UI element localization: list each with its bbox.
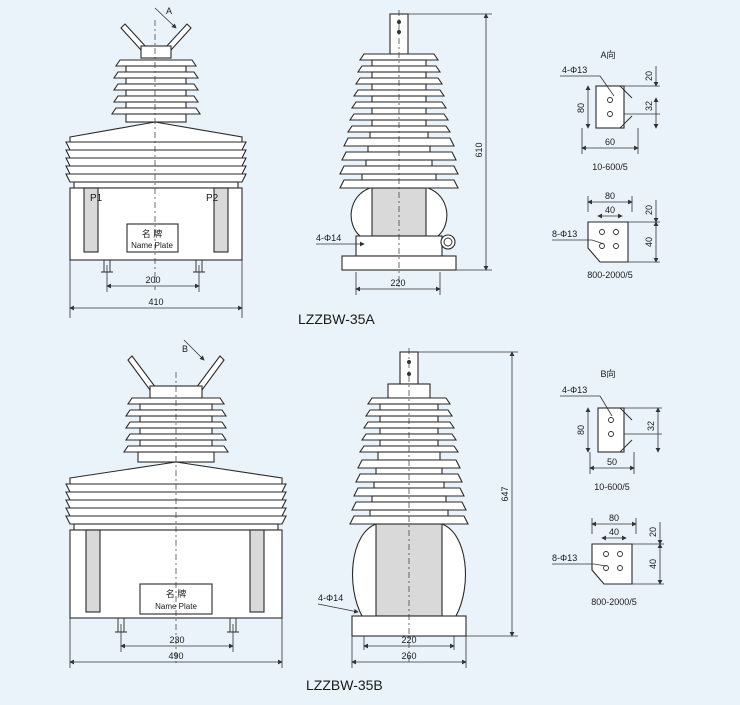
terminal-plate: [595, 85, 625, 129]
dim-right: 40: [648, 559, 658, 569]
holes-label: 4-Φ13: [562, 65, 587, 75]
holes-label: 8-Φ13: [552, 229, 577, 239]
dim-right: 32: [644, 101, 654, 111]
model-b-title: LZZBW-35B: [306, 677, 383, 693]
model-b-terminal-large: 80 40 20 40 8-Φ13 800-2000/5: [552, 513, 664, 607]
terminal-block: [140, 45, 172, 59]
dim-top: 20: [644, 205, 654, 215]
dim-height: 610: [474, 142, 484, 157]
terminal-prong-right: [195, 355, 225, 391]
terminal-prong-left: [127, 355, 157, 391]
name-plate: [126, 223, 179, 253]
side-rib-left: [85, 529, 101, 613]
view-arrow-a: [154, 7, 177, 29]
main-body-sheds: [65, 121, 247, 189]
terminal-plate: [587, 221, 629, 263]
view-arrow-b: [183, 339, 205, 361]
dim-overall-width: 490: [168, 651, 183, 661]
model-a-terminal-small: A向 4-Φ13 80 20 32 60 10-600/5: [560, 49, 660, 172]
dim-base: 220: [390, 278, 405, 288]
terminal-plate: [591, 543, 633, 585]
dim-top: 20: [648, 527, 658, 537]
side-bolt: [440, 234, 456, 250]
model-a-front-view: A P1 P2 名 牌: [65, 6, 247, 318]
ratio-label: 10-600/5: [594, 482, 630, 492]
dim-right: 40: [644, 237, 654, 247]
dim-top: 20: [644, 71, 654, 81]
holes-label: 4-Φ13: [562, 385, 587, 395]
model-b-terminal-small: B向 4-Φ13 80 32 50 10-600/5: [560, 368, 662, 492]
model-a-side-view: 610 4-Φ14 220: [316, 10, 492, 295]
view-arrow-label: B: [182, 344, 188, 354]
dim-overall-width: 410: [148, 297, 163, 307]
ratio-label: 10-600/5: [592, 162, 628, 172]
terminal-p2-label: P2: [206, 193, 219, 204]
model-a-terminal-large: 80 40 20 40 8-Φ13 800-2000/5: [552, 191, 660, 280]
terminal-plate: [597, 407, 625, 453]
side-rib-right: [213, 187, 229, 253]
mount-holes-label: 4-Φ14: [316, 233, 341, 243]
view-arrow-label: A: [166, 6, 172, 16]
dim-base-inner: 220: [401, 635, 416, 645]
model-a-title: LZZBW-35A: [298, 311, 375, 327]
ratio-label: 800-2000/5: [591, 597, 637, 607]
ratio-label: 800-2000/5: [587, 270, 633, 280]
dim-width: 60: [605, 137, 615, 147]
side-rib-right: [249, 529, 265, 613]
dim-height: 80: [576, 425, 586, 435]
dim-outer: 80: [609, 513, 619, 523]
dim-base-outer: 260: [401, 651, 416, 661]
name-plate-cn: 名 牌: [166, 588, 187, 599]
dim-foot-spacing: 200: [145, 275, 160, 285]
name-plate-en: Name Plate: [131, 241, 173, 250]
side-rib-left: [83, 187, 99, 253]
dim-foot-spacing: 230: [169, 635, 184, 645]
holes-label: 8-Φ13: [552, 553, 577, 563]
dim-inner: 40: [609, 527, 619, 537]
insulator-sheds: [110, 59, 202, 123]
mount-holes-label: 4-Φ14: [318, 593, 343, 603]
dim-inner: 40: [605, 205, 615, 215]
dim-width: 50: [607, 457, 617, 467]
dim-height: 80: [576, 103, 586, 113]
terminal-p1-label: P1: [90, 193, 103, 204]
view-label: A向: [600, 49, 615, 60]
model-b-front-view: B 名 牌 Name Plate: [65, 339, 287, 668]
dim-outer: 80: [605, 191, 615, 201]
name-plate-cn: 名 牌: [142, 228, 163, 239]
dim-height: 647: [500, 486, 510, 501]
model-b-side-view: 647 4-Φ14 220 260: [317, 348, 518, 668]
dim-right: 32: [646, 421, 656, 431]
view-label: B向: [600, 368, 615, 379]
